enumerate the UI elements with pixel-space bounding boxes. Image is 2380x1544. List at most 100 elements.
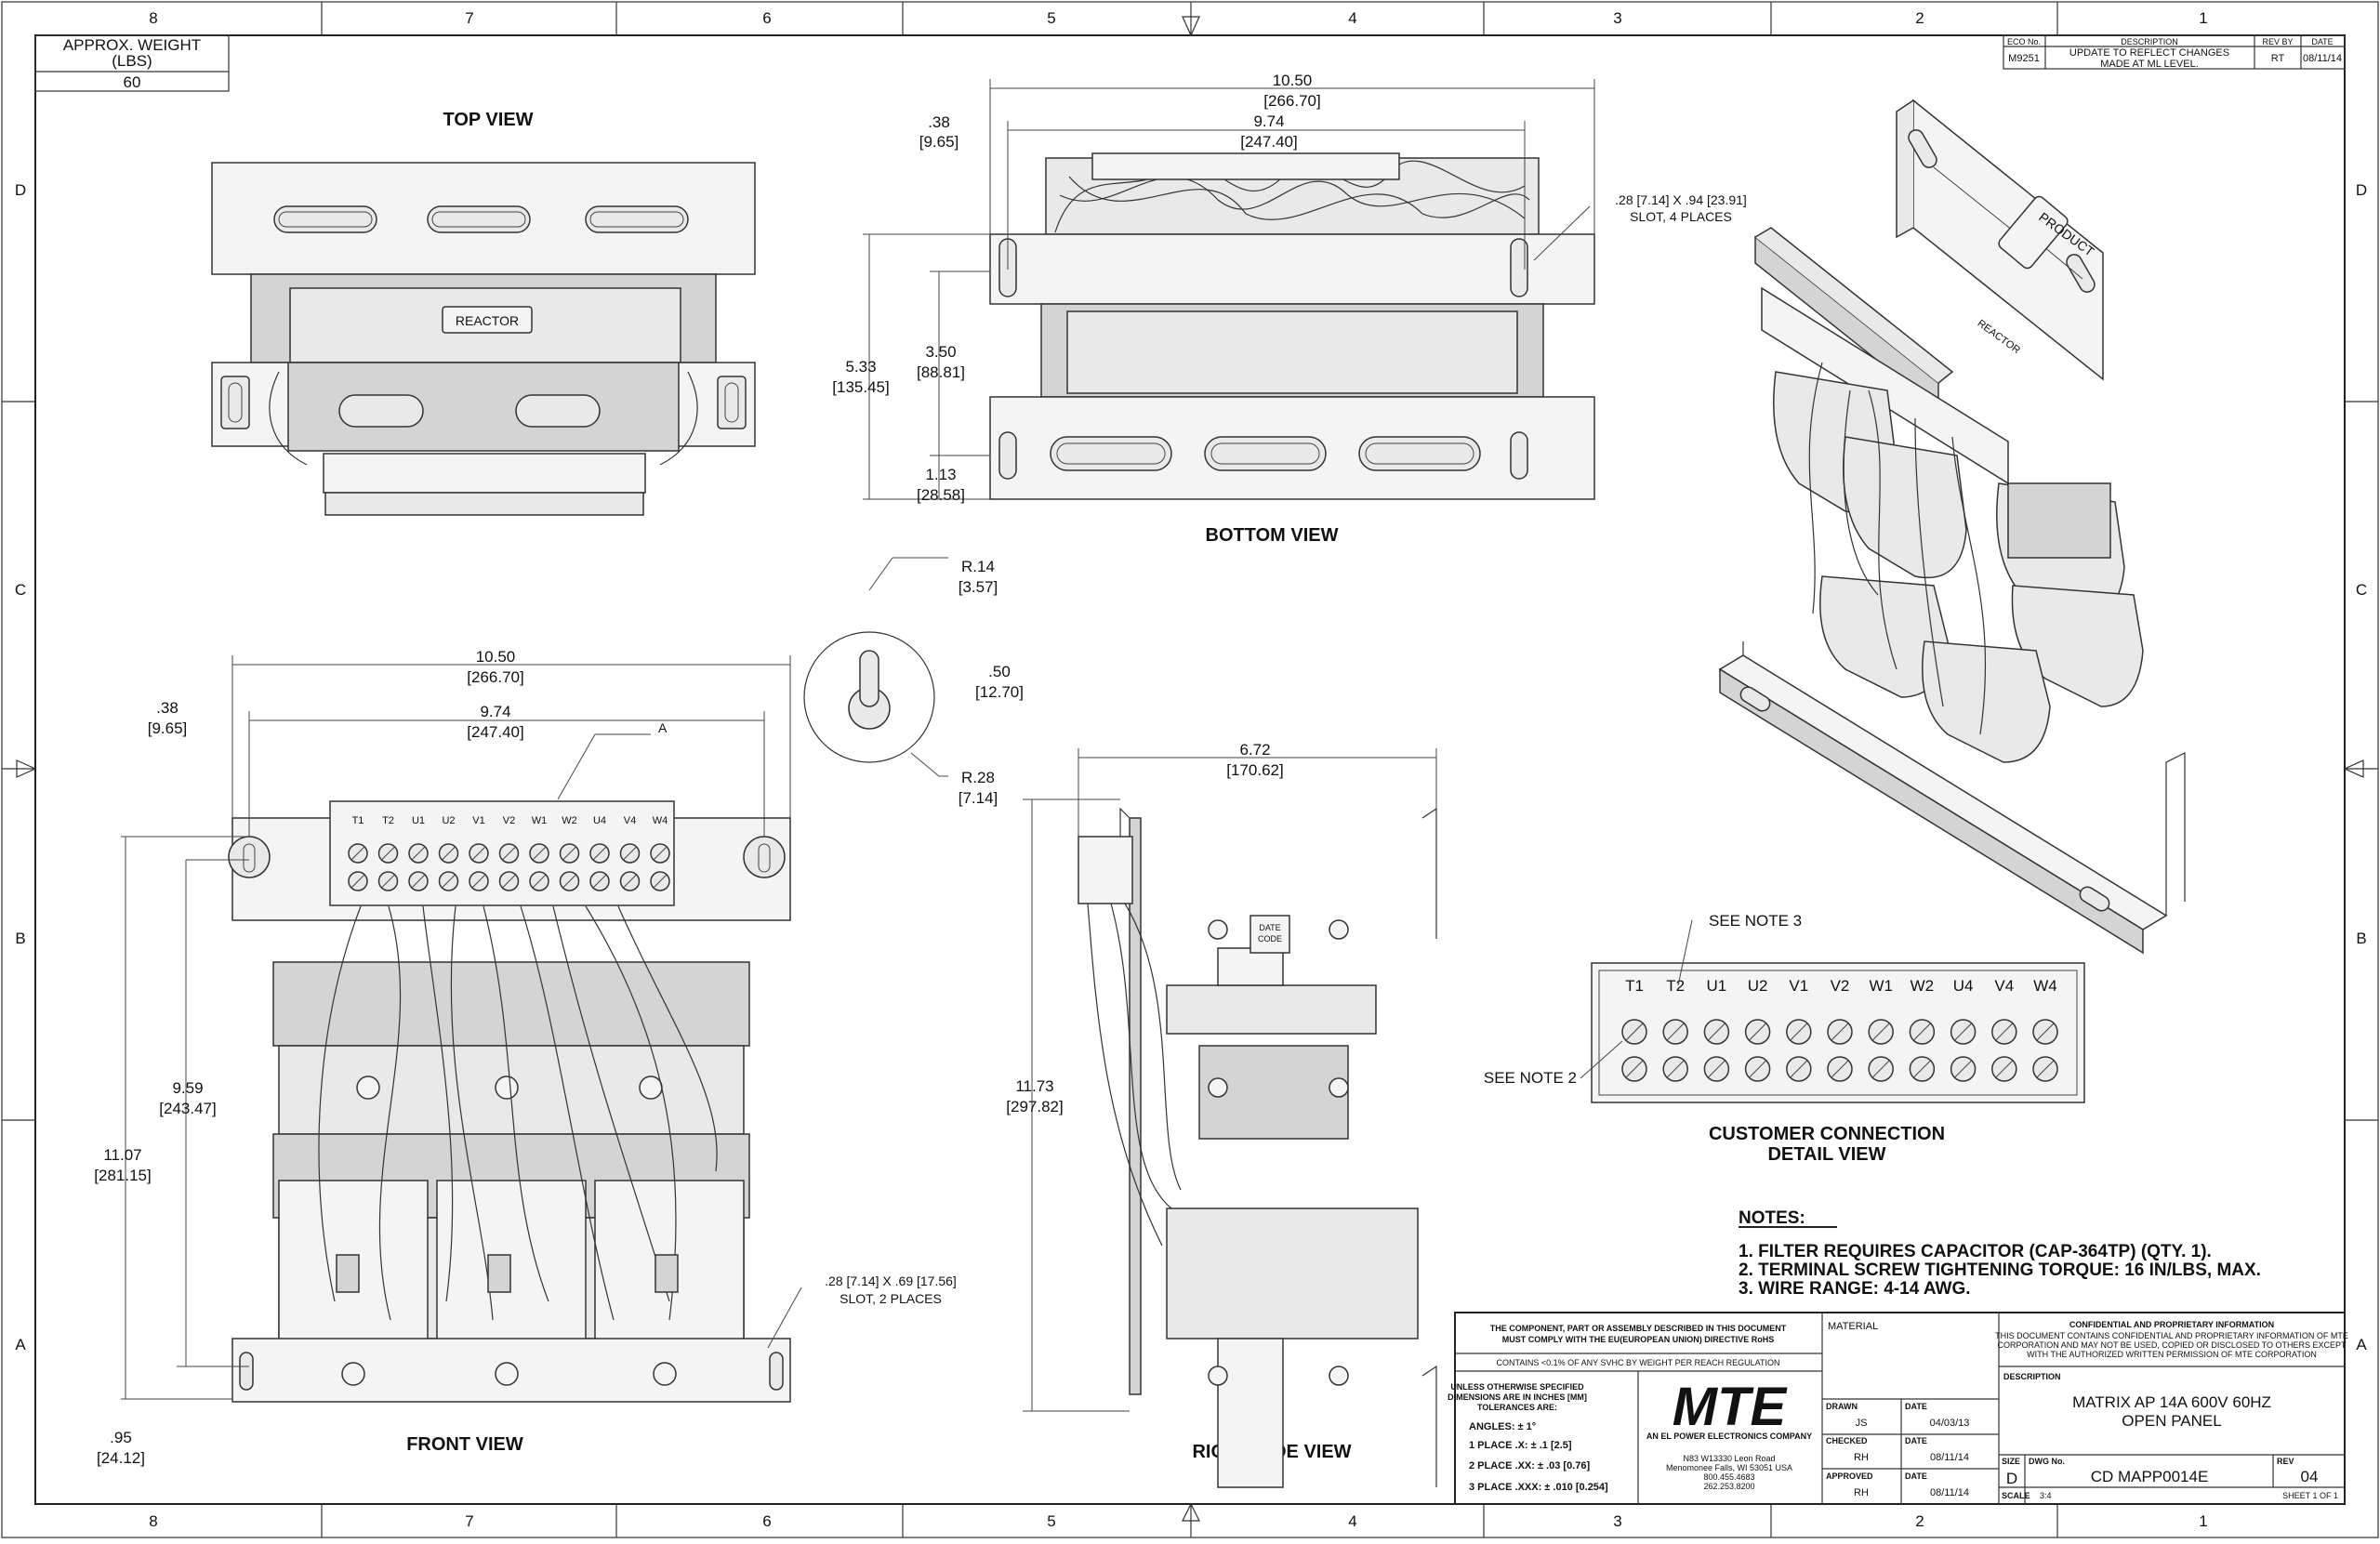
weight-box: APPROX. WEIGHT (LBS) 60 (34, 34, 230, 92)
weight-label: APPROX. WEIGHT (63, 36, 201, 54)
description-2: OPEN PANEL (2122, 1412, 2221, 1430)
cc-terminal-screw-slot-upper-u4 (1954, 1023, 1973, 1041)
title-block: THE COMPONENT, PART OR ASSEMBLY DESCRIBE… (1448, 1312, 2348, 1505)
bottom-dim-inner-in: 9.74 (1253, 112, 1284, 130)
bottom-dim-height-mm: [135.45] (832, 378, 889, 396)
eco-header-revby: REV BY (2262, 37, 2293, 46)
reach-line: CONTAINS <0.1% OF ANY SVHC BY WEIGHT PER… (1497, 1358, 1780, 1367)
description-label: DESCRIPTION (2003, 1372, 2061, 1381)
bottom-view-title: BOTTOM VIEW (1206, 525, 1339, 546)
compliance-2: MUST COMPLY WITH THE EU(EUROPEAN UNION) … (1502, 1335, 1775, 1344)
scale-label: SCALE (2002, 1491, 2030, 1500)
front-terminal-screw-slot-lower-u2 (442, 874, 456, 889)
bottom-dim-mid-in: 3.50 (925, 343, 956, 361)
eco-header-no: ECO No. (2007, 37, 2041, 46)
front-terminal-screw-slot-lower-u4 (592, 874, 607, 889)
approved-label: APPROVED (1826, 1471, 1873, 1481)
cc-terminal-screw-slot-upper-t2 (1666, 1023, 1685, 1041)
cc-terminal-label-v2: V2 (1831, 977, 1850, 995)
bottom-dim-low-in: 1.13 (925, 466, 956, 483)
date-code-line-2: CODE (1258, 934, 1282, 944)
side-dim-height-mm: [297.82] (1006, 1098, 1063, 1115)
front-view-title: FRONT VIEW (406, 1434, 523, 1455)
conf-title: CONFIDENTIAL AND PROPRIETARY INFORMATION (2069, 1320, 2274, 1329)
drawn-by: JS (1856, 1418, 1868, 1429)
zone-col-6-top: 6 (762, 9, 771, 27)
cc-terminal-label-t2: T2 (1666, 977, 1685, 995)
front-terminal-label-v4: V4 (624, 815, 636, 826)
front-terminal-screw-slot-lower-v1 (471, 874, 486, 889)
bottom-slot-callout-1: .28 [7.14] X .94 [23.91] (1615, 192, 1747, 207)
tol-angles: ANGLES: ± 1° (1469, 1421, 1536, 1432)
zone-col-3-top: 3 (1613, 9, 1621, 27)
front-terminal-label-w1: W1 (532, 815, 548, 826)
cc-terminal-screw-slot-lower-t2 (1666, 1060, 1685, 1078)
front-terminal-screw-slot-lower-v2 (502, 874, 516, 889)
cc-terminal-screw-slot-upper-w4 (2036, 1023, 2055, 1041)
date-label-3: DATE (1905, 1471, 1927, 1481)
sheet: SHEET 1 OF 1 (2282, 1491, 2338, 1500)
zone-col-5-top: 5 (1047, 9, 1055, 27)
phone-2: 262.253.8200 (1703, 1482, 1754, 1491)
top-view: TOP VIEW REACTOR (211, 110, 756, 516)
note-2: 2. TERMINAL SCREW TIGHTENING TORQUE: 16 … (1739, 1260, 2261, 1280)
front-dim-low-in: .95 (110, 1429, 132, 1446)
side-dim-width-in: 6.72 (1239, 741, 1270, 759)
front-dim-h2-in: 11.07 (103, 1146, 141, 1164)
iso-reactor-label: REACTOR (1976, 318, 2022, 356)
front-terminal-label-w4: W4 (653, 815, 668, 826)
cc-terminal-screw-slot-upper-u2 (1749, 1023, 1767, 1041)
see-note-2: SEE NOTE 2 (1484, 1069, 1577, 1087)
rev-value: 04 (2301, 1468, 2319, 1485)
keyhole-r28-in: R.28 (961, 769, 995, 786)
scale-value: 3:4 (2040, 1491, 2052, 1500)
checked-date: 08/11/14 (1930, 1452, 1969, 1463)
front-terminal-label-t2: T2 (382, 815, 394, 826)
keyhole-r14-mm: [3.57] (959, 578, 998, 596)
zone-col-6-bottom: 6 (762, 1512, 771, 1530)
front-terminal-label-u4: U4 (593, 815, 606, 826)
drawn-date: 04/03/13 (1930, 1418, 1970, 1429)
cc-terminal-screw-slot-upper-v1 (1790, 1023, 1808, 1041)
eco-header-desc: DESCRIPTION (2121, 37, 2178, 46)
bottom-dim-inner-mm: [247.40] (1240, 133, 1297, 151)
address-1: N83 W13330 Leon Road (1683, 1454, 1775, 1463)
checked-by: RH (1854, 1452, 1869, 1463)
front-terminal-screw-slot-upper-u2 (442, 846, 456, 861)
detail-a-callout: A (658, 720, 668, 735)
zone-col-1-bottom: 1 (2199, 1512, 2207, 1530)
front-terminal-screw-slot-upper-t2 (381, 846, 395, 861)
front-dim-inner-in: 9.74 (480, 703, 510, 720)
weight-unit: (LBS) (112, 52, 152, 70)
front-terminal-label-w2: W2 (562, 815, 577, 826)
bottom-dim-offset-mm: [9.65] (919, 133, 959, 151)
top-view-title: TOP VIEW (443, 110, 533, 130)
isometric-view: PRODUCT REACTOR (1718, 99, 2186, 955)
front-terminal-screw-slot-lower-w4 (653, 874, 668, 889)
cc-terminal-label-u4: U4 (1953, 977, 1974, 995)
tol-2place: 2 PLACE .XX: ± .03 [0.76] (1469, 1460, 1590, 1471)
weight-value: 60 (124, 73, 141, 91)
notes: NOTES: 1. FILTER REQUIRES CAPACITOR (CAP… (1739, 1208, 2261, 1299)
connection-view-title-2: DETAIL VIEW (1767, 1144, 1885, 1165)
eco-date: 08/11/14 (2303, 53, 2342, 64)
mte-logo: MTE (1673, 1377, 1789, 1437)
front-terminal-screw-slot-upper-v2 (502, 846, 516, 861)
front-terminal-screw-slot-upper-u1 (411, 846, 426, 861)
eco-table: ECO No. DESCRIPTION REV BY DATE M9251 UP… (2003, 34, 2346, 70)
zone-col-5-bottom: 5 (1047, 1512, 1055, 1530)
cc-terminal-screw-slot-lower-u1 (1707, 1060, 1726, 1078)
tol-1: UNLESS OTHERWISE SPECIFIED (1450, 1382, 1584, 1392)
eco-header-date: DATE (2311, 37, 2333, 46)
zone-col-2-bottom: 2 (1915, 1512, 1924, 1530)
front-slot-callout-1: .28 [7.14] X .69 [17.56] (825, 1273, 957, 1288)
front-terminal-screw-slot-upper-v1 (471, 846, 486, 861)
front-view: FRONT VIEW (94, 648, 957, 1467)
side-dim-height-in: 11.73 (1015, 1077, 1053, 1095)
front-dim-offset-in: .38 (156, 699, 178, 717)
bottom-dim-width-in: 10.50 (1273, 72, 1313, 89)
zone-row-d-left: D (15, 181, 26, 199)
rev-label: REV (2277, 1457, 2294, 1466)
front-terminal-screw-slot-lower-u1 (411, 874, 426, 889)
